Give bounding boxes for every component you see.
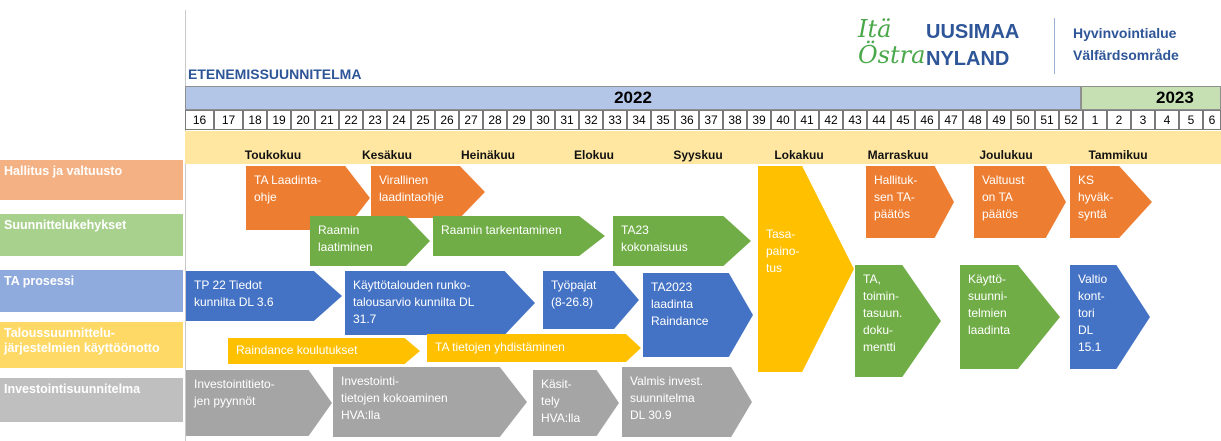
week-cell: 1 bbox=[1083, 110, 1107, 130]
row-label-taloussuunnittelu: Taloussuunnittelu- järjestelmien käyttöö… bbox=[0, 322, 183, 368]
task-ta2023-laadinta: TA2023 laadinta Raindance bbox=[643, 273, 753, 357]
task-investointitietojen-pyynnot: Investointitieto- jen pyynnöt bbox=[186, 370, 332, 436]
week-cell: 42 bbox=[819, 110, 843, 130]
week-cell: 34 bbox=[627, 110, 651, 130]
month-toukokuu: Toukokuu bbox=[244, 148, 302, 162]
logo-ostra-text: Östra bbox=[858, 41, 926, 69]
logo-separator bbox=[1054, 18, 1055, 74]
week-cell: 52 bbox=[1059, 110, 1083, 130]
month-heinakuu: Heinäkuu bbox=[460, 148, 516, 162]
task-raindance-koulutukset: Raindance koulutukset bbox=[228, 338, 420, 364]
week-cell: 43 bbox=[843, 110, 867, 130]
week-cell: 23 bbox=[363, 110, 387, 130]
timeline-divider bbox=[185, 10, 186, 441]
month-lokakuu: Lokakuu bbox=[774, 148, 824, 162]
month-row bbox=[185, 131, 1221, 164]
task-kayttosuunnitelmien-laadinta: Käyttö- suunni- telmien laadinta bbox=[960, 265, 1060, 369]
month-elokuu: Elokuu bbox=[573, 148, 615, 162]
task-tyopajat: Työpajat (8-26.8) bbox=[543, 271, 639, 329]
week-cell: 17 bbox=[214, 110, 243, 130]
row-label-ta-prosessi: TA prosessi bbox=[0, 270, 183, 312]
logo-ita-text: Itä bbox=[858, 15, 892, 43]
week-cell: 30 bbox=[531, 110, 555, 130]
week-cell: 4 bbox=[1155, 110, 1179, 130]
week-cell: 37 bbox=[699, 110, 723, 130]
week-cell: 47 bbox=[939, 110, 963, 130]
task-tp22-tiedot: TP 22 Tiedot kunnilta DL 3.6 bbox=[186, 271, 342, 321]
task-ks-hyvaksynta: KS hyväk- syntä bbox=[1070, 166, 1152, 238]
org-name-sv: Välfärdsområde bbox=[1073, 47, 1179, 63]
week-cell: 2 bbox=[1107, 110, 1131, 130]
task-investointitietojen-kokoaminen: Investointi- tietojen kokoaminen HVA:lla bbox=[333, 367, 527, 437]
week-cell: 32 bbox=[579, 110, 603, 130]
week-cell: 28 bbox=[483, 110, 507, 130]
month-marraskuu: Marraskuu bbox=[867, 148, 929, 162]
year-bar-2022: 2022 bbox=[185, 86, 1081, 110]
week-cell: 39 bbox=[747, 110, 771, 130]
logo-nyland-text: NYLAND bbox=[926, 48, 1010, 70]
week-cell: 18 bbox=[243, 110, 267, 130]
week-cell: 6 bbox=[1203, 110, 1221, 130]
week-cell: 48 bbox=[963, 110, 987, 130]
page-title: ETENEMISSUUNNITELMA bbox=[188, 66, 362, 82]
task-valtiokonttori: Valtio kont- tori DL 15.1 bbox=[1070, 265, 1150, 369]
week-cell: 19 bbox=[267, 110, 291, 130]
week-cell: 22 bbox=[339, 110, 363, 130]
year-label-2022: 2022 bbox=[614, 88, 652, 107]
week-cell: 21 bbox=[315, 110, 339, 130]
week-cell: 51 bbox=[1035, 110, 1059, 130]
week-cell: 36 bbox=[675, 110, 699, 130]
task-kayttotalouden-runkotalousarvio: Käyttötalouden runko- talousarvio kunnil… bbox=[345, 271, 535, 335]
task-virallinen-laadintaohje: Virallinen laadintaohje bbox=[371, 166, 485, 218]
task-hallituksen-ta-paatos: Hallituk- sen TA- päätös bbox=[866, 166, 954, 238]
year-bar-2023: 2023 bbox=[1081, 86, 1221, 110]
month-syyskuu: Syyskuu bbox=[673, 148, 723, 162]
task-raamin-tarkentaminen: Raamin tarkentaminen bbox=[433, 216, 605, 256]
week-cell: 29 bbox=[507, 110, 531, 130]
year-label-2023: 2023 bbox=[1156, 88, 1194, 107]
week-cell: 40 bbox=[771, 110, 795, 130]
week-cell: 41 bbox=[795, 110, 819, 130]
task-kasittely-hva: Käsit- tely HVA:lla bbox=[533, 370, 619, 436]
week-cell: 25 bbox=[411, 110, 435, 130]
month-kesakuu: Kesäkuu bbox=[361, 148, 413, 162]
week-cell: 46 bbox=[915, 110, 939, 130]
task-ta-tietojen-yhdistaminen: TA tietojen yhdistäminen bbox=[427, 334, 641, 362]
task-ta-toimintasuunnitelma: TA, toimin- tasuun. doku- mentti bbox=[855, 265, 941, 377]
row-label-hallitus: Hallitus ja valtuusto bbox=[0, 160, 183, 200]
week-cell: 5 bbox=[1179, 110, 1203, 130]
week-cell: 33 bbox=[603, 110, 627, 130]
logo-uusimaa-text: UUSIMAA bbox=[926, 21, 1020, 43]
week-cell: 27 bbox=[459, 110, 483, 130]
week-cell: 3 bbox=[1131, 110, 1155, 130]
week-cell: 44 bbox=[867, 110, 891, 130]
task-ta23-kokonaisuus: TA23 kokonaisuus bbox=[613, 216, 751, 266]
task-tasapainotus: Tasa- paino- tus bbox=[758, 166, 854, 372]
task-valtuuston-ta-paatos: Valtuust on TA päätös bbox=[974, 166, 1066, 238]
week-cell: 45 bbox=[891, 110, 915, 130]
week-cell: 31 bbox=[555, 110, 579, 130]
week-cell: 16 bbox=[185, 110, 214, 130]
week-cell: 24 bbox=[387, 110, 411, 130]
month-joulukuu: Joulukuu bbox=[979, 148, 1033, 162]
week-cell: 26 bbox=[435, 110, 459, 130]
row-label-suunnittelukehykset: Suunnittelukehykset bbox=[0, 214, 183, 256]
org-name-fi: Hyvinvointialue bbox=[1073, 25, 1177, 41]
week-cell: 50 bbox=[1011, 110, 1035, 130]
month-tammikuu: Tammikuu bbox=[1088, 148, 1148, 162]
task-valmis-invest-suunnitelma: Valmis invest. suunnitelma DL 30.9 bbox=[622, 367, 752, 437]
week-cell: 49 bbox=[987, 110, 1011, 130]
row-label-investointi: Investointisuunnitelma bbox=[0, 378, 183, 422]
week-cell: 35 bbox=[651, 110, 675, 130]
task-raamin-laatiminen: Raamin laatiminen bbox=[310, 216, 430, 266]
week-cell: 20 bbox=[291, 110, 315, 130]
week-cell: 38 bbox=[723, 110, 747, 130]
